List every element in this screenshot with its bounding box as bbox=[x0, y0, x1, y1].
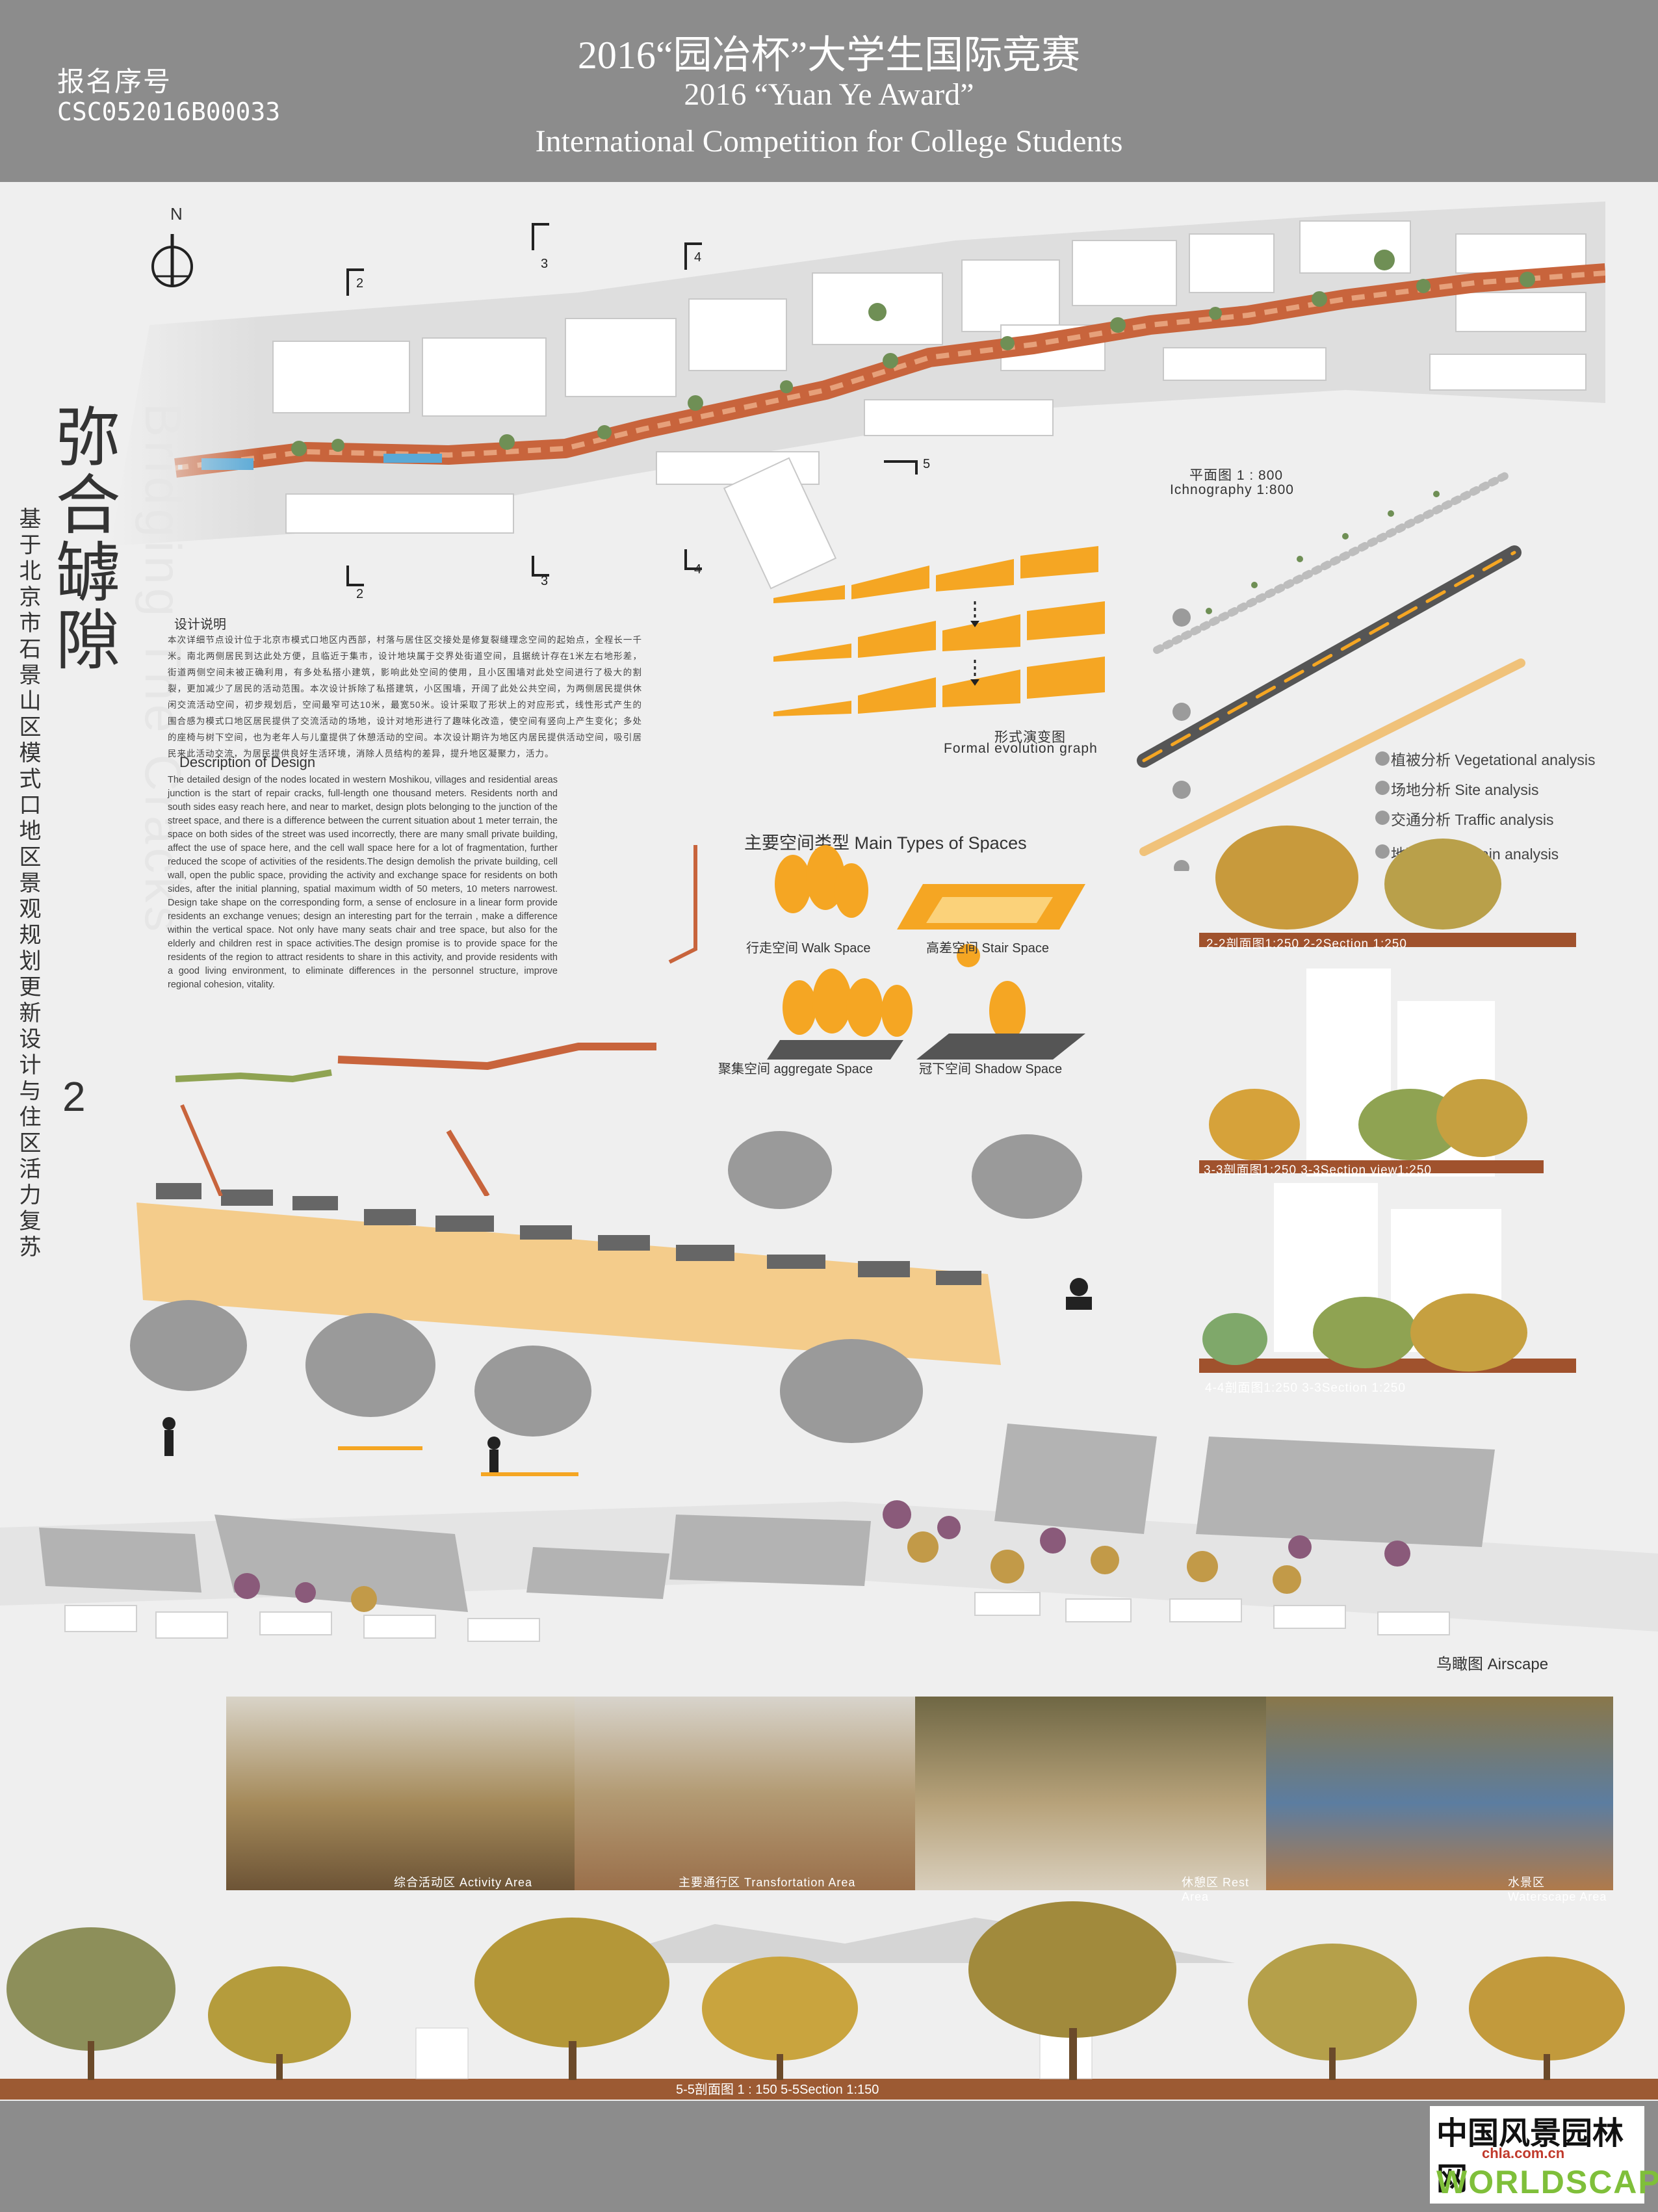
space-types-illustration bbox=[767, 845, 1085, 1060]
logo-cn: 中国风景园林网 bbox=[1436, 2116, 1624, 2196]
plan-label-en: Ichnography 1:800 bbox=[1170, 482, 1294, 497]
project-title-cn: 弥合罅隙 bbox=[45, 403, 118, 673]
north-arrow-icon bbox=[151, 234, 193, 287]
competition-title-en-1: 2016 “Yuan Ye Award” bbox=[684, 77, 974, 112]
walk-space-label: 行走空间 Walk Space bbox=[746, 941, 871, 956]
section-2-2-label: 2-2剖面图1:250 2-2Section 1:250 bbox=[1206, 937, 1407, 951]
airscape-label: 鸟瞰图 Airscape bbox=[1436, 1656, 1549, 1673]
section-drawings bbox=[1199, 826, 1576, 1373]
shadow-space-label: 冠下空间 Shadow Space bbox=[919, 1062, 1063, 1076]
photo-waterscape: 水景区 Waterscape Area bbox=[1266, 1697, 1613, 1903]
section-5-5-label: 5-5剖面图 1 : 150 5-5Section 1:150 bbox=[676, 2083, 879, 2097]
competition-title-en-2: International Competition for College St… bbox=[535, 124, 1123, 159]
site-analysis-label: 场地分析 Site analysis bbox=[1391, 781, 1539, 798]
project-title-en: Bridging The Cracks bbox=[135, 403, 192, 936]
plan-marker: 5 bbox=[923, 457, 930, 471]
photo-transportation: 主要通行区 Transfortation Area bbox=[575, 1697, 915, 1890]
section-3-3-label: 3-3剖面图1:250 3-3Section view1:250 bbox=[1204, 1164, 1432, 1177]
stair-space-label: 高差空间 Stair Space bbox=[926, 941, 1049, 956]
form-evolution-label-cn: 形式演变图 bbox=[994, 730, 1066, 745]
project-subtitle-cn: 基于北京市石景山区模式口地区景观规划更新设计与住区活力复苏 bbox=[16, 507, 40, 1261]
plan-marker: 3 bbox=[541, 574, 548, 588]
registration-label: 报名序号 bbox=[57, 66, 172, 97]
compass-label: N bbox=[170, 204, 183, 224]
photo-label: 休憩区 Rest Area bbox=[1182, 1876, 1250, 1903]
logo-url: chla.com.cn bbox=[1482, 2145, 1565, 2161]
perspective-strip: 综合活动区 Activity Area 主要通行区 Transfortation… bbox=[226, 1697, 1613, 1903]
photo-label: 综合活动区 Activity Area bbox=[394, 1876, 533, 1889]
registration-code: CSC052016B00033 bbox=[57, 98, 281, 126]
plan-marker: 3 bbox=[541, 257, 548, 271]
plan-marker: 4 bbox=[694, 250, 701, 265]
photo-label: 水景区 Waterscape Area bbox=[1508, 1876, 1607, 1903]
design-body-cn: 本次详细节点设计位于北京市模式口地区内西部，村落与居住区交接处是修复裂缝理念空间… bbox=[168, 635, 642, 759]
site-plan: 2 2 3 3 4 4 5 bbox=[110, 195, 1605, 598]
traffic-analysis-label: 交通分析 Traffic analysis bbox=[1391, 811, 1554, 828]
vegetation-analysis-label: 植被分析 Vegetational analysis bbox=[1391, 751, 1596, 768]
analysis-diagrams bbox=[1137, 471, 1525, 871]
logo: 中国风景园林网 chla.com.cn WORLDSCAPE bbox=[1430, 2106, 1658, 2204]
photo-activity: 综合活动区 Activity Area bbox=[226, 1697, 575, 1890]
logo-en: WORLDSCAPE bbox=[1436, 2164, 1658, 2200]
analysis-bullets bbox=[1375, 751, 1390, 859]
form-evolution-graph bbox=[773, 546, 1105, 716]
plan-marker: 4 bbox=[694, 562, 701, 577]
evolution-strips bbox=[175, 845, 697, 1196]
form-evolution-label-en: Formal evolution graph bbox=[944, 741, 1098, 756]
aggregate-space-label: 聚集空间 aggregate Space bbox=[718, 1062, 873, 1076]
competition-title-cn: 2016“园冶杯”大学生国际竞赛 bbox=[577, 34, 1081, 77]
sheet-number: 2 bbox=[62, 1073, 86, 1120]
header-banner bbox=[0, 0, 1658, 182]
plan-marker: 2 bbox=[356, 587, 363, 598]
axonometric-strip bbox=[130, 1131, 1092, 1476]
design-heading-cn: 设计说明 bbox=[174, 618, 226, 632]
section-5-5-drawing bbox=[0, 1901, 1658, 2100]
plan-label-cn: 平面图 1 : 800 bbox=[1189, 468, 1284, 483]
photo-label: 主要通行区 Transfortation Area bbox=[679, 1876, 856, 1889]
photo-rest: 休憩区 Rest Area bbox=[915, 1697, 1266, 1903]
section-4-4-label: 4-4剖面图1:250 3-3Section 1:250 bbox=[1205, 1381, 1406, 1395]
footer-band bbox=[0, 2101, 1658, 2212]
airscape-rendering bbox=[0, 1424, 1658, 1642]
design-heading-en: Description of Design bbox=[179, 754, 316, 770]
space-types-heading: 主要空间类型 Main Types of Spaces bbox=[744, 833, 1027, 853]
design-body-en: The detailed design of the nodes located… bbox=[168, 775, 558, 990]
plan-marker: 2 bbox=[356, 276, 363, 291]
